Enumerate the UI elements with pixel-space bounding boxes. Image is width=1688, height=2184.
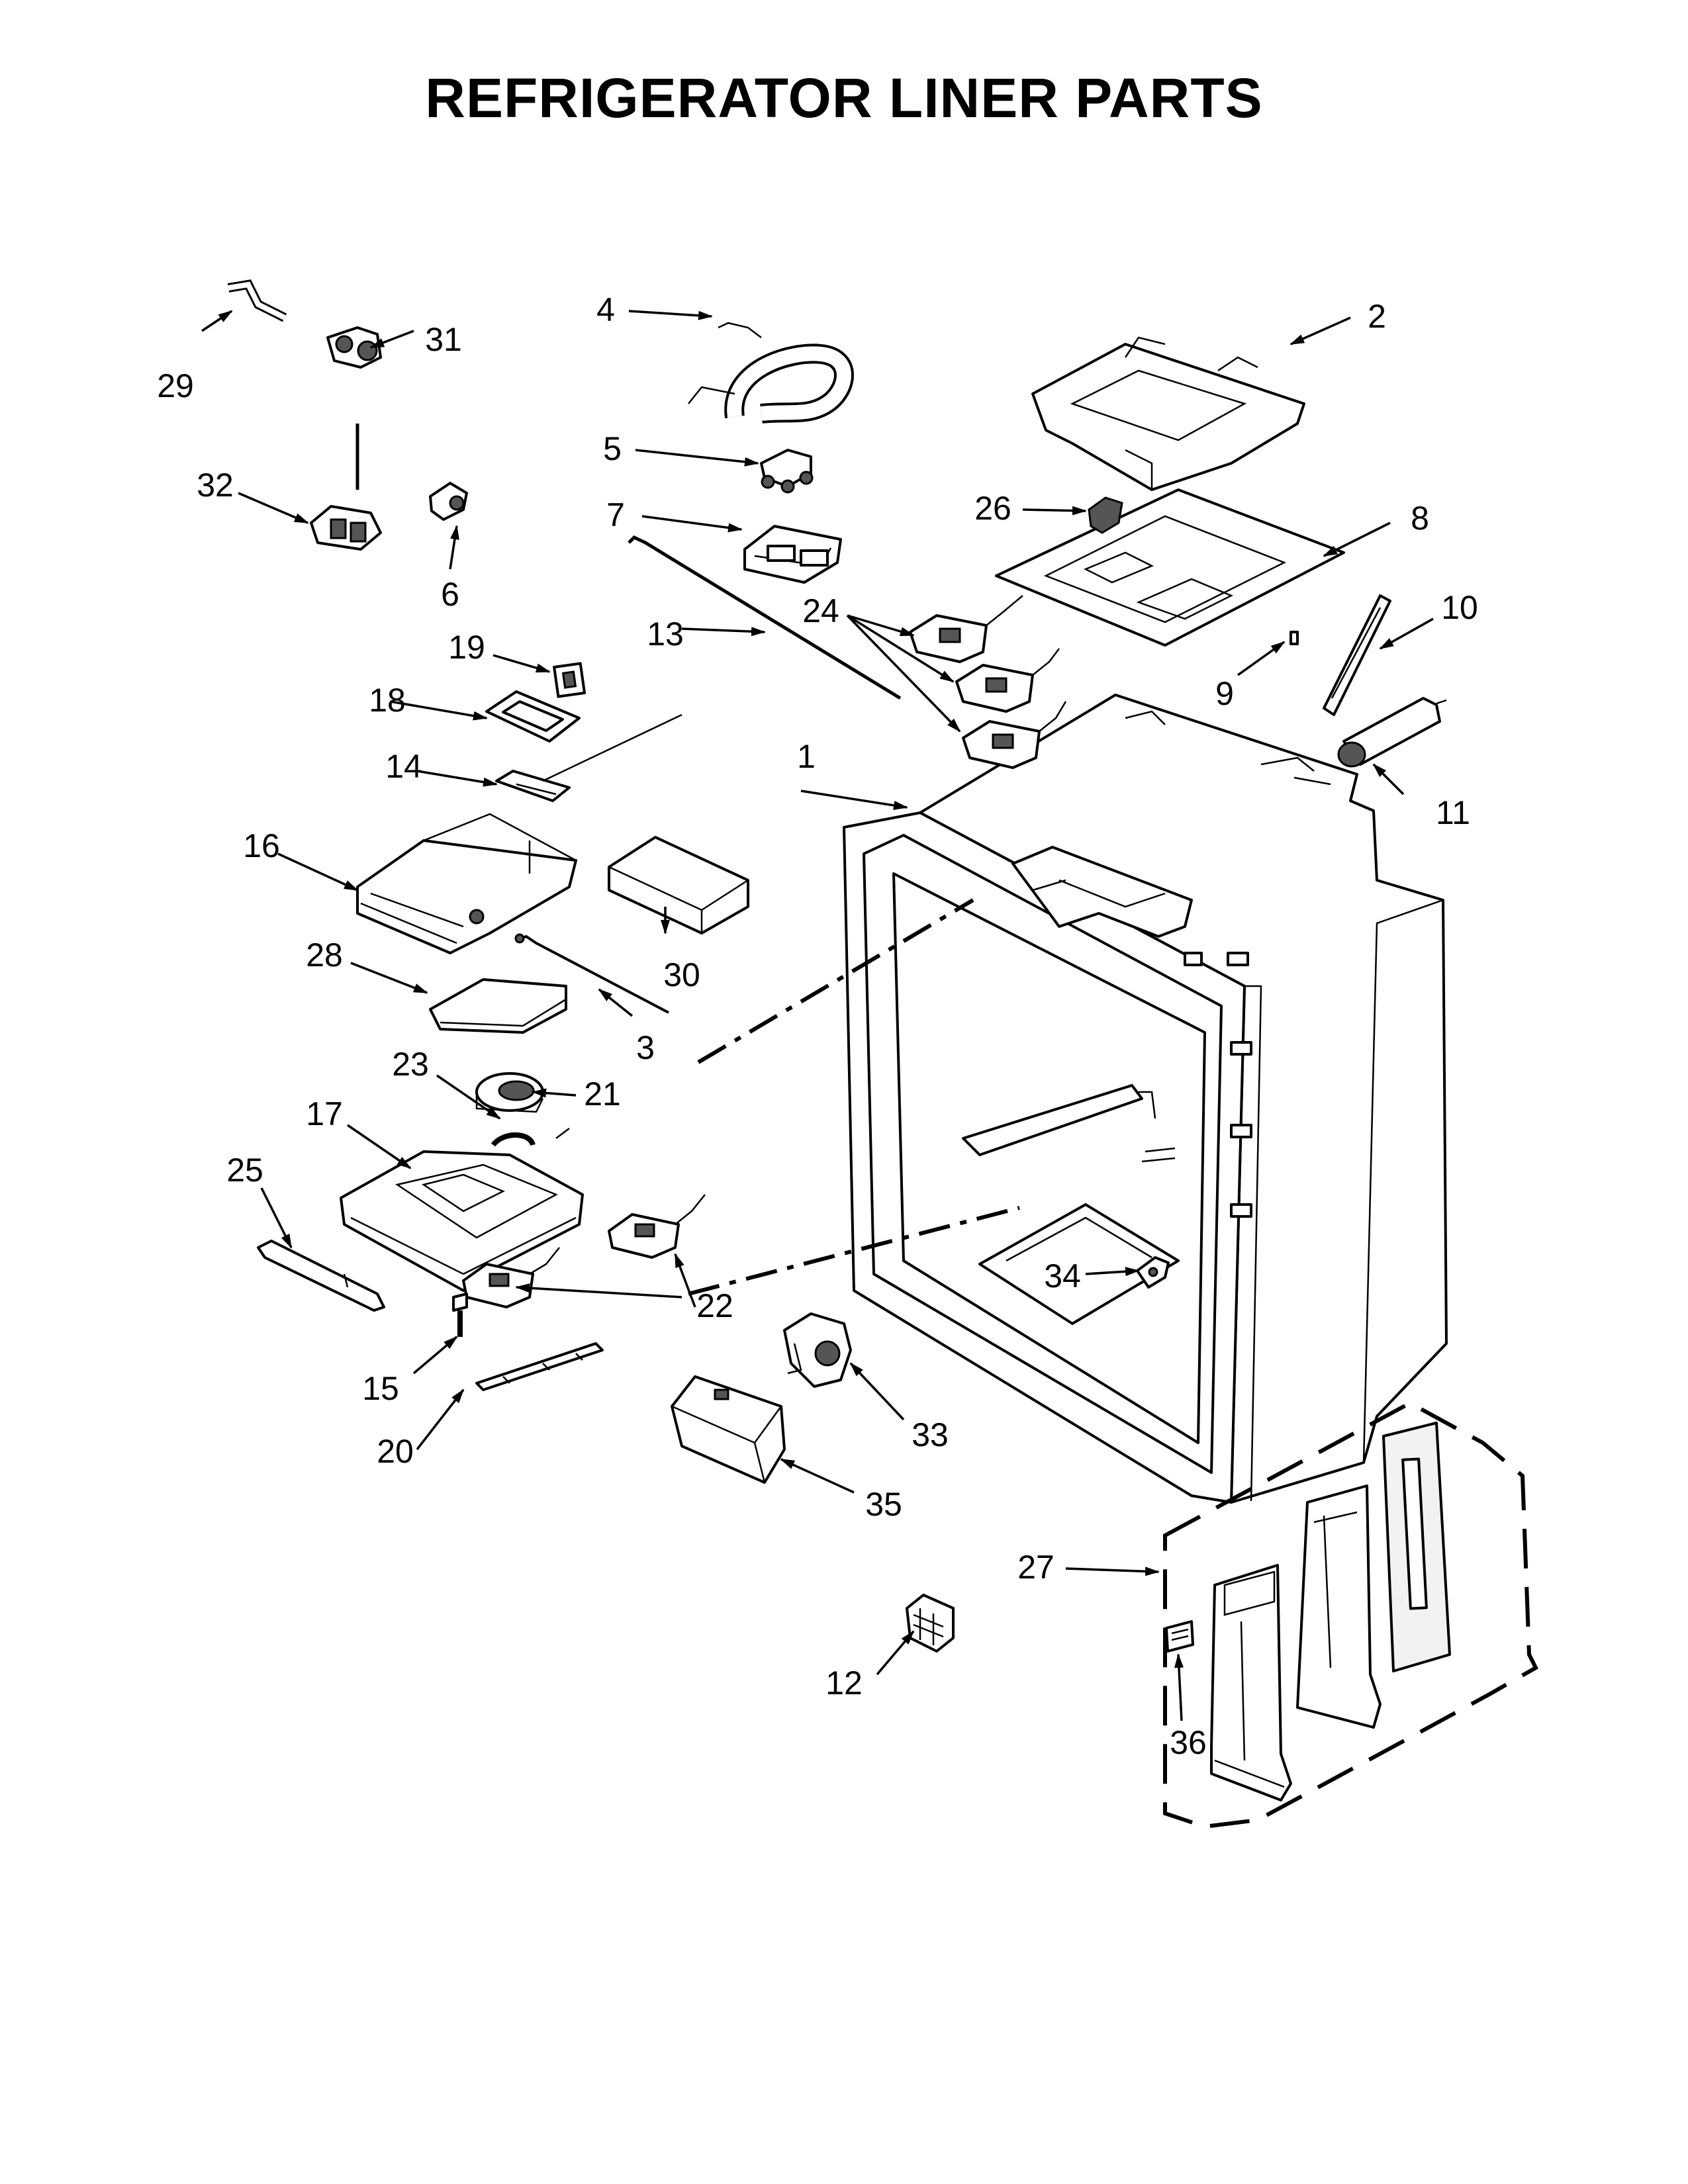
part-label: 16 <box>243 827 280 864</box>
part-label: 19 <box>448 629 485 666</box>
part-24-damper-a[interactable] <box>909 595 1023 663</box>
part-label: 10 <box>1441 589 1478 626</box>
part-17-housing[interactable] <box>340 1128 584 1292</box>
part-34-clip[interactable] <box>1136 1256 1170 1289</box>
part-label: 21 <box>584 1075 621 1113</box>
part-28-panel[interactable] <box>429 978 567 1034</box>
part-33-motor[interactable] <box>783 1312 852 1388</box>
part-29-hose[interactable] <box>227 279 287 322</box>
part-9-clip[interactable] <box>1289 631 1299 645</box>
part-label: 3 <box>636 1029 655 1066</box>
part-7-housing[interactable] <box>743 525 842 584</box>
part-24-damper-b[interactable] <box>955 648 1060 713</box>
part-23-clip[interactable] <box>491 1132 536 1147</box>
part-36-grille[interactable] <box>1165 1620 1194 1653</box>
part-27-cover-panel[interactable] <box>1210 1564 1292 1801</box>
part-24-damper-c[interactable] <box>962 701 1067 769</box>
part-label: 22 <box>696 1287 733 1324</box>
part-12-filter[interactable] <box>906 1594 955 1653</box>
part-11-cylinder[interactable] <box>1337 697 1447 768</box>
part-8-panel[interactable] <box>995 488 1345 647</box>
part-label: 17 <box>306 1095 343 1132</box>
part-31-fitting[interactable] <box>326 326 382 490</box>
part-label: 8 <box>1411 500 1429 537</box>
part-label: 5 <box>603 430 622 467</box>
part-label: 15 <box>362 1370 399 1407</box>
part-label: 27 <box>1017 1549 1055 1586</box>
part-label: 2 <box>1368 298 1386 335</box>
part-18-gasket[interactable] <box>485 690 581 743</box>
part-19-pad[interactable] <box>553 662 586 698</box>
part-15-screw[interactable] <box>452 1293 468 1337</box>
part-label: 20 <box>377 1433 414 1470</box>
part-10-strip[interactable] <box>1323 594 1391 716</box>
part-label: 18 <box>369 682 406 719</box>
part-label: 35 <box>865 1486 902 1523</box>
part-22-damper-a[interactable] <box>462 1247 560 1308</box>
part-2-cover[interactable] <box>1031 336 1305 491</box>
part-14-heater[interactable] <box>495 713 682 802</box>
part-5-valve[interactable] <box>760 449 814 494</box>
part-label: 31 <box>425 321 462 358</box>
part-label: 1 <box>797 738 816 775</box>
part-16-control-board[interactable] <box>356 813 577 954</box>
part-25-strip[interactable] <box>257 1240 385 1312</box>
part-label: 14 <box>385 748 422 785</box>
kit-rear-panel[interactable] <box>1296 1484 1382 1729</box>
part-32-bracket[interactable] <box>310 505 382 551</box>
part-label: 32 <box>197 467 234 504</box>
part-4-tube[interactable] <box>688 322 854 424</box>
part-13-rod[interactable] <box>628 535 902 700</box>
part-label: 9 <box>1215 675 1234 712</box>
part-label: 6 <box>441 576 459 613</box>
part-label: 25 <box>226 1152 263 1189</box>
part-label: 7 <box>606 496 625 533</box>
part-label: 13 <box>647 615 684 653</box>
part-30-cover[interactable] <box>608 836 749 934</box>
part-label: 11 <box>1436 794 1470 831</box>
part-label: 30 <box>663 956 700 993</box>
part-21-fan[interactable] <box>475 1072 544 1113</box>
part-label: 23 <box>392 1046 429 1083</box>
projection-line-upper <box>697 898 974 1064</box>
part-22-damper-b[interactable] <box>608 1194 706 1259</box>
part-6-connector[interactable] <box>429 482 468 521</box>
part-label: 4 <box>596 291 615 328</box>
part-35-housing[interactable] <box>671 1375 786 1484</box>
part-3-sensor-wire[interactable] <box>514 933 669 1014</box>
part-26-clip[interactable] <box>1088 496 1123 534</box>
projection-line-lower <box>688 1206 1020 1296</box>
part-label: 12 <box>825 1664 863 1702</box>
part-label: 36 <box>1170 1724 1207 1761</box>
part-label: 26 <box>974 490 1011 527</box>
part-label: 34 <box>1044 1257 1081 1295</box>
part-label: 28 <box>306 936 343 974</box>
page-title: REFRIGERATOR LINER PARTS <box>425 67 1263 129</box>
refrigerator-liner[interactable] <box>843 694 1448 1504</box>
part-20-strip[interactable] <box>475 1342 604 1391</box>
leader-lines <box>201 310 1434 1721</box>
part-label: 29 <box>157 367 194 404</box>
part-label: 24 <box>802 592 839 629</box>
part-label: 33 <box>912 1416 949 1453</box>
kit-back-sheet[interactable] <box>1382 1422 1451 1672</box>
